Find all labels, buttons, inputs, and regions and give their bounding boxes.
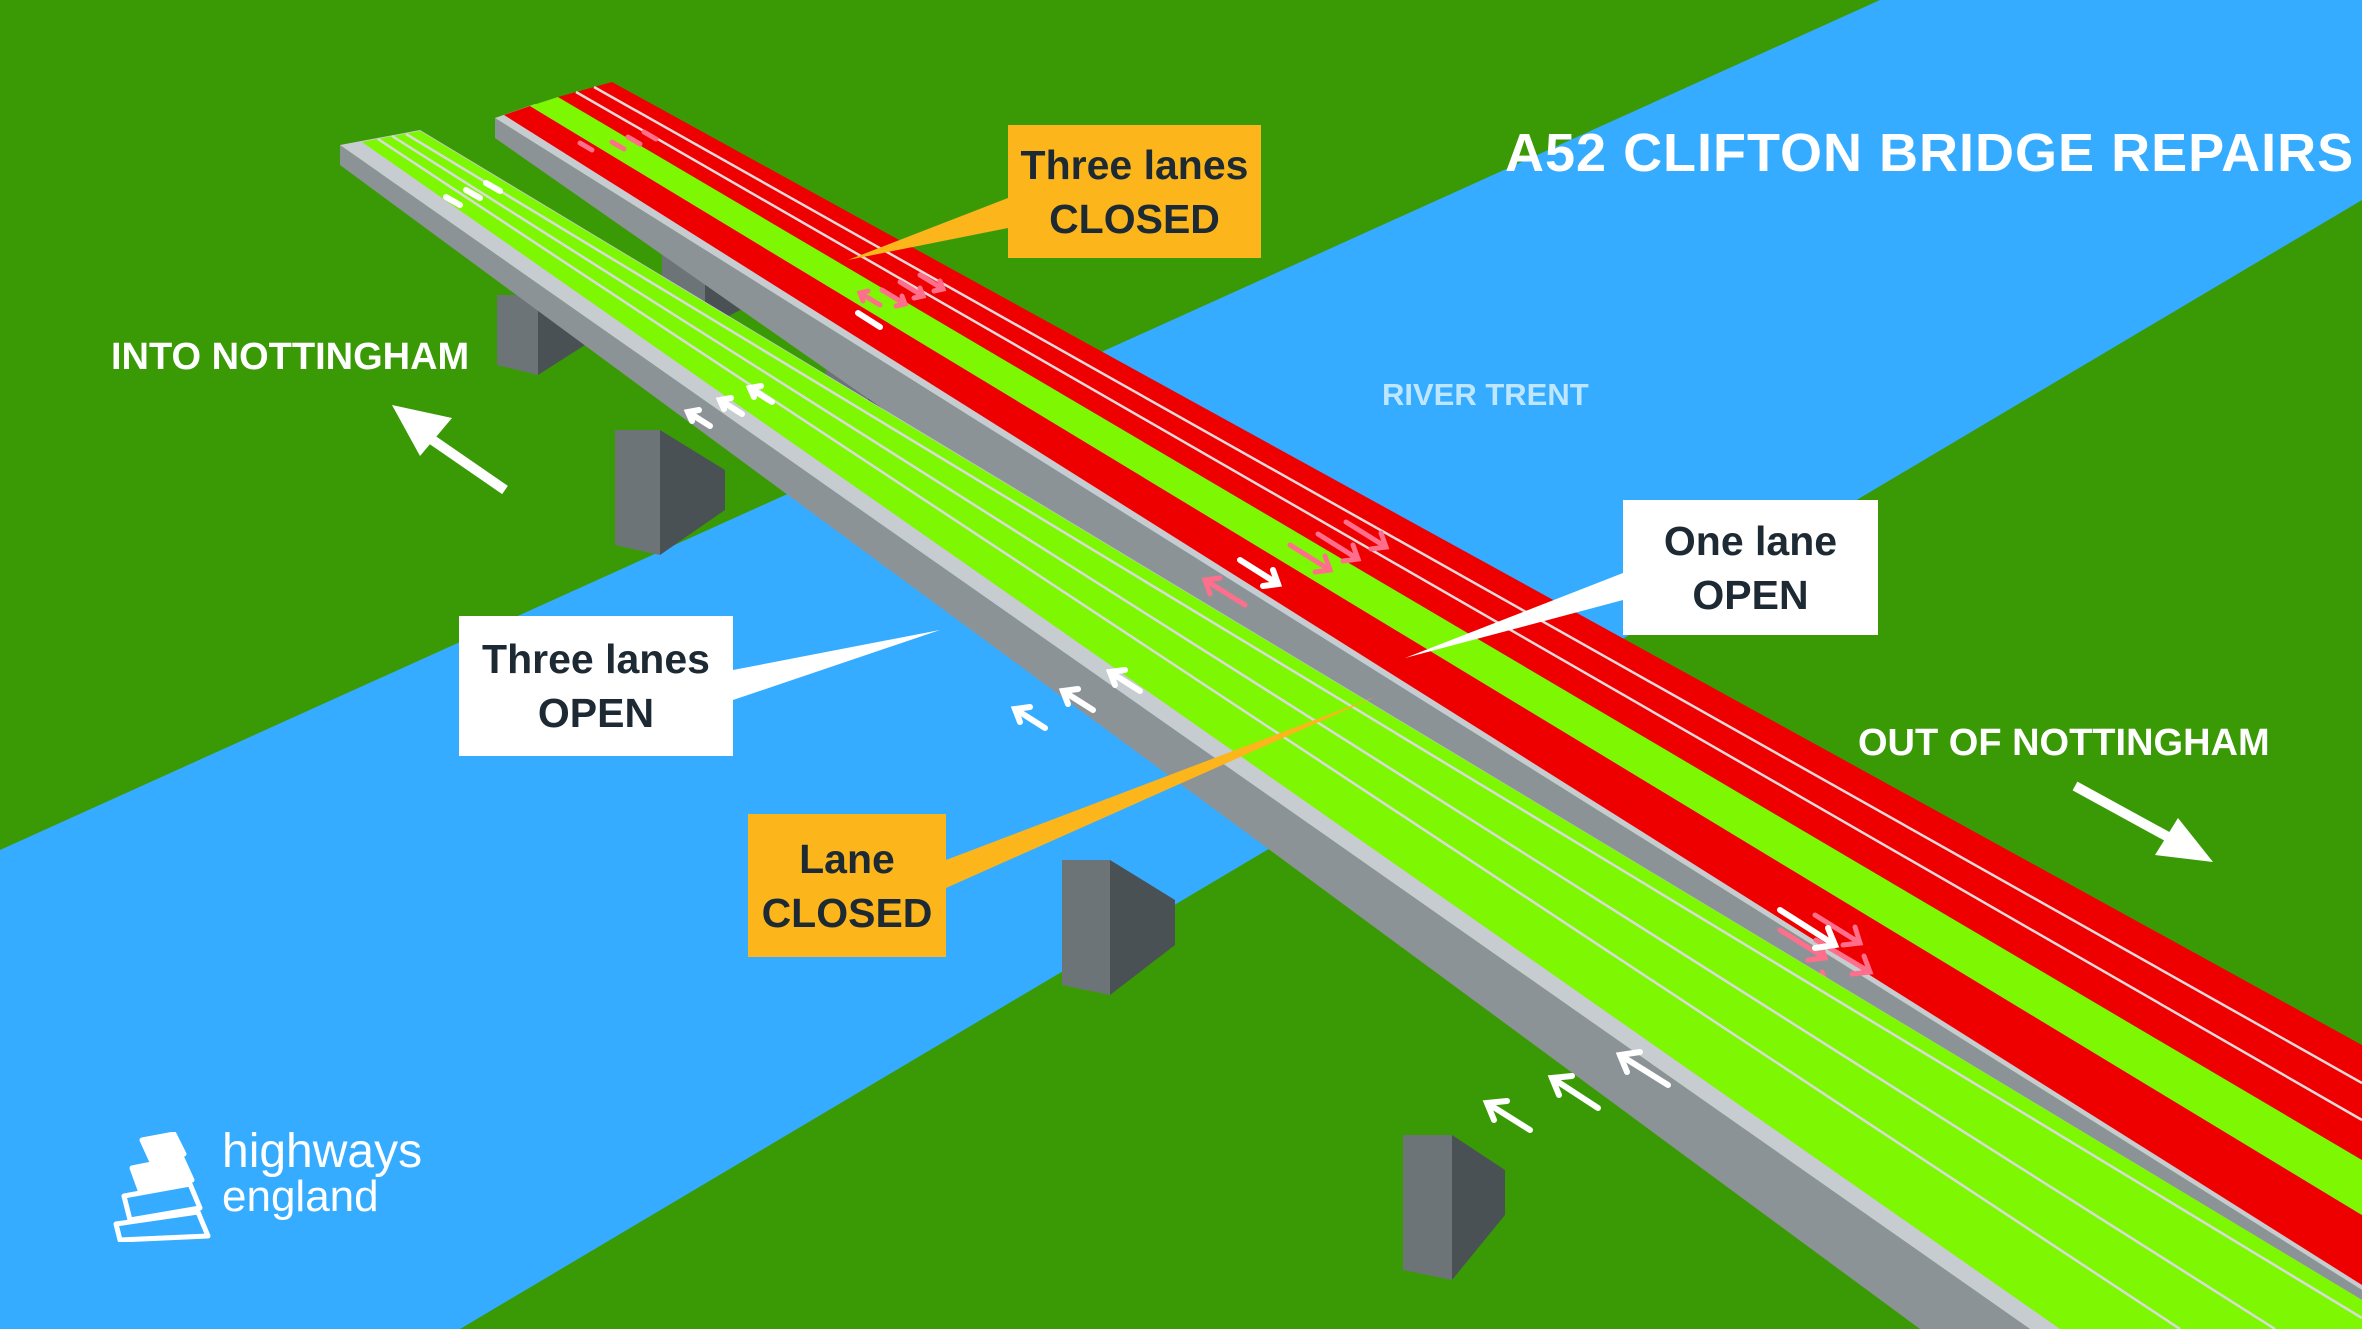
direction-arrow-into: [392, 405, 508, 495]
pier: [1110, 860, 1175, 995]
highways-england-logo: highways england: [112, 1126, 492, 1246]
lanes-closed: [558, 82, 2362, 1160]
callout-line1: Three lanes: [1020, 141, 1249, 188]
logo-text-line2: england: [222, 1172, 379, 1221]
pointer-three-open: [733, 630, 940, 700]
pier: [660, 430, 725, 555]
callout-line1: Three lanes: [482, 636, 710, 682]
eastbound-bridge: [495, 82, 2362, 1329]
lane-line: [391, 134, 2276, 1329]
logo-text-line1: highways: [222, 1125, 423, 1178]
lane-line: [575, 90, 2362, 1122]
callout-line2: CLOSED: [1049, 195, 1220, 242]
lanes-open: [362, 131, 2362, 1329]
direction-label-out: OUT OF NOTTINGHAM: [1858, 722, 2270, 764]
callout-three-lanes-closed: Three lanes CLOSED: [1008, 125, 1261, 258]
callout-line2: OPEN: [537, 690, 655, 736]
callout-three-lanes-open: Three lanes OPEN: [459, 616, 733, 756]
lane-line: [405, 132, 2362, 1320]
callout-line2: CLOSED: [761, 889, 933, 936]
pier: [1452, 1135, 1505, 1280]
lane-line: [593, 85, 2362, 1085]
white-arrows: [855, 310, 1840, 951]
callout-lane-closed: Lane CLOSED: [748, 814, 946, 957]
pier: [1062, 860, 1110, 995]
callout-line2: OPEN: [1692, 571, 1809, 618]
pier: [1403, 1135, 1452, 1280]
river-label: RIVER TRENT: [1382, 377, 1589, 412]
pointer-lane-closed: [946, 697, 1375, 888]
callout-line1: One lane: [1663, 517, 1838, 564]
pointer-three-closed: [848, 198, 1008, 260]
pointer-one-open: [1405, 573, 1623, 658]
pier: [615, 430, 660, 555]
callout-line1: Lane: [799, 835, 895, 882]
lane-open-contraflow: [530, 97, 2362, 1215]
direction-label-into: INTO NOTTINGHAM: [111, 336, 470, 378]
direction-arrow-out: [2072, 781, 2213, 862]
westbound-bridge: [340, 130, 2362, 1329]
pier: [497, 295, 538, 375]
callout-one-lane-open: One lane OPEN: [1623, 500, 1878, 635]
lane-closed: [504, 106, 2362, 1285]
white-arrows: [443, 180, 1671, 1133]
logo-mark-icon: [113, 1132, 211, 1242]
page-title: A52 CLIFTON BRIDGE REPAIRS: [1505, 123, 2355, 183]
